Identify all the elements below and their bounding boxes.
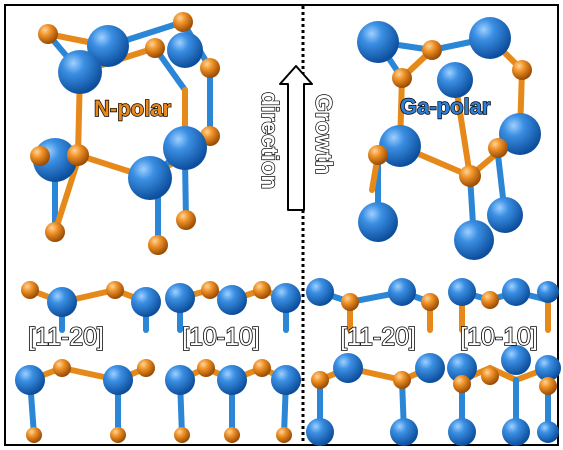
n-polar-10-10-view [165,281,301,443]
up-arrow-icon [279,65,313,211]
n-polar-structure [30,12,220,255]
figure-border [4,4,559,446]
ga-polar-10-10-view [447,278,561,446]
ga-polar-structure [357,17,541,260]
ga-polar-11-20-label: [11-20] [340,323,416,351]
ga-polar-11-20-view [306,278,445,446]
ga-polar-10-10-label: [10-10] [460,323,538,351]
growth-label: Growth [311,94,337,175]
n-polar-11-20-view [15,281,161,443]
n-polar-10-10-label: [10-10] [182,323,260,351]
n-polar-11-20-label: [11-20] [28,323,104,351]
ga-polar-label: Ga-polar [400,94,491,119]
direction-label: direction [257,92,283,189]
n-polar-label: N-polar [94,96,171,121]
